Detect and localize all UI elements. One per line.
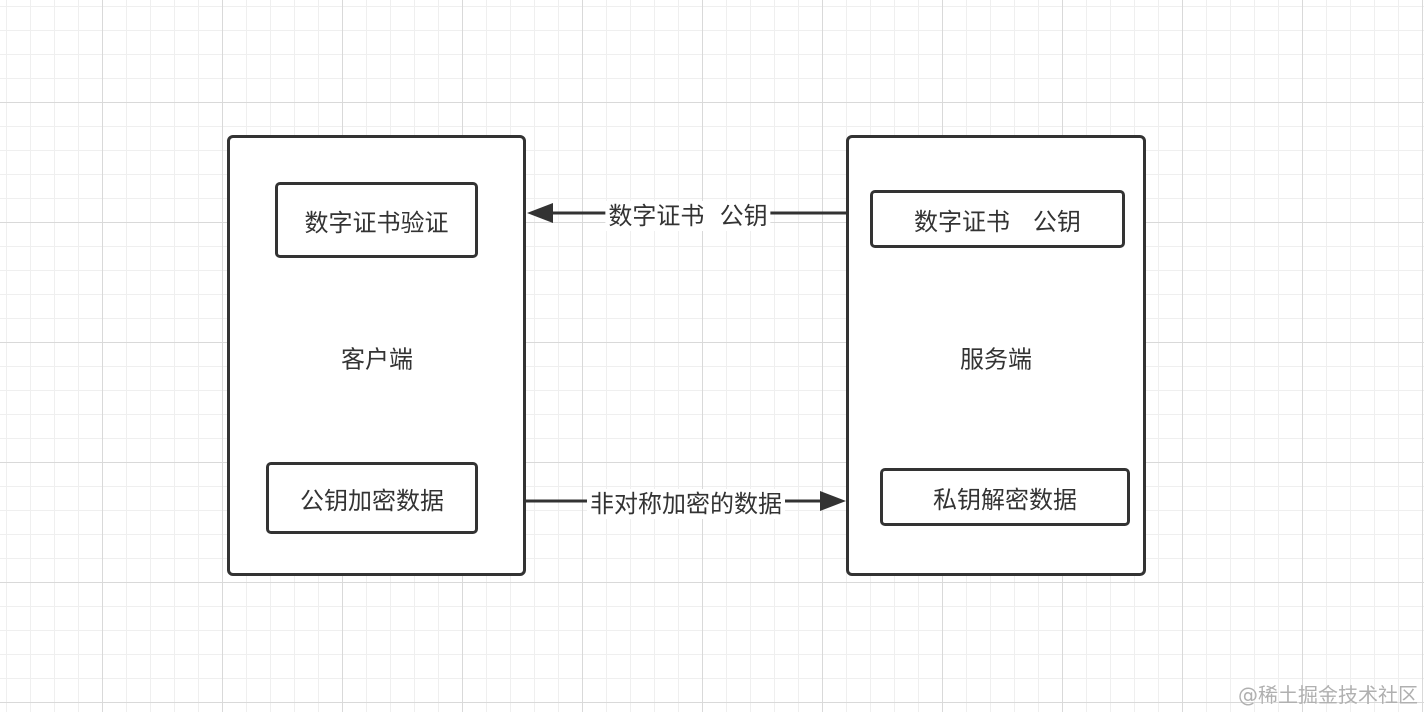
server-label: 服务端 [960,345,1032,374]
certificate-verify-box: 数字证书验证 [275,182,478,258]
data-to-server-arrowhead [820,491,846,511]
private-key-decrypt-box: 私钥解密数据 [880,468,1130,526]
data-to-server-label: 非对称加密的数据 [587,489,785,519]
public-key-encrypt-box: 公钥加密数据 [266,462,478,534]
watermark: @稀土掘金技术社区 [1238,683,1418,707]
cert-to-client-label: 数字证书 公钥 [605,201,771,231]
cert-to-client-arrowhead [527,203,553,223]
client-label: 客户端 [341,345,413,374]
certificate-public-key-box: 数字证书 公钥 [870,190,1125,248]
